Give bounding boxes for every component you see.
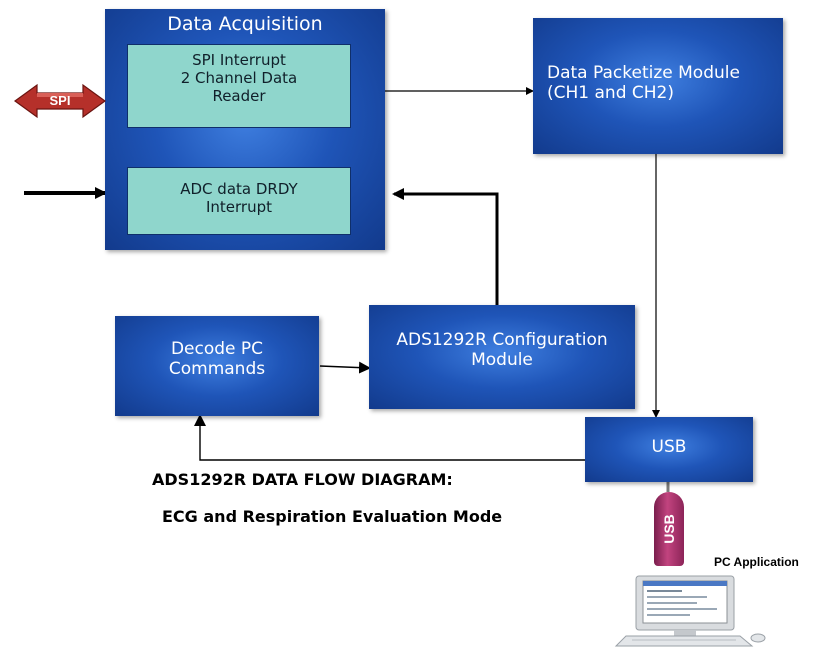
adc-drdy-block: ADC data DRDY Interrupt: [127, 167, 351, 235]
spi-badge: SPI: [13, 83, 107, 119]
adc-drdy-line1: ADC data DRDY: [180, 180, 298, 198]
pc-application-label: PC Application: [714, 555, 799, 569]
arrow-decode-to-config: [319, 361, 371, 374]
spi-reader-line3: Reader: [212, 87, 266, 105]
diagram-subtitle: ECG and Respiration Evaluation Mode: [162, 507, 503, 526]
decode-commands-line2: Commands: [168, 358, 266, 379]
spi-reader-block: SPI Interrupt 2 Channel Data Reader: [127, 44, 351, 128]
usb-cable-badge: USB: [654, 492, 684, 566]
data-packetize-line1: Data Packetize Module: [547, 63, 740, 83]
configuration-line2: Module: [471, 349, 533, 370]
data-packetize-block: Data Packetize Module (CH1 and CH2): [533, 18, 783, 154]
spi-reader-line1: SPI Interrupt: [192, 51, 286, 69]
spi-double-arrow-icon: [13, 83, 107, 119]
data-packetize-line2: (CH1 and CH2): [547, 82, 674, 103]
configuration-label: ADS1292R Configuration Module: [369, 330, 635, 370]
arrow-config-to-acq: [392, 188, 499, 305]
configuration-line1: ADS1292R Configuration: [396, 330, 608, 350]
data-packetize-label: Data Packetize Module (CH1 and CH2): [547, 63, 783, 103]
usb-block: USB: [585, 417, 753, 482]
arrow-usb-to-decode: [194, 414, 585, 461]
spi-badge-label: SPI: [49, 93, 71, 108]
usb-label: USB: [651, 437, 687, 457]
pc-computer-icon: [614, 575, 766, 647]
decode-commands-block: Decode PC Commands: [115, 316, 319, 416]
spi-reader-line2: 2 Channel Data: [180, 69, 298, 87]
decode-commands-label: Decode PC Commands: [115, 339, 319, 379]
adc-drdy-line2: Interrupt: [205, 198, 273, 216]
configuration-block: ADS1292R Configuration Module: [369, 305, 635, 409]
data-acquisition-title: Data Acquisition: [167, 13, 323, 35]
usb-cable-label: USB: [661, 514, 677, 544]
decode-commands-line1: Decode PC: [170, 339, 264, 359]
diagram-title: ADS1292R DATA FLOW DIAGRAM:: [152, 470, 453, 489]
